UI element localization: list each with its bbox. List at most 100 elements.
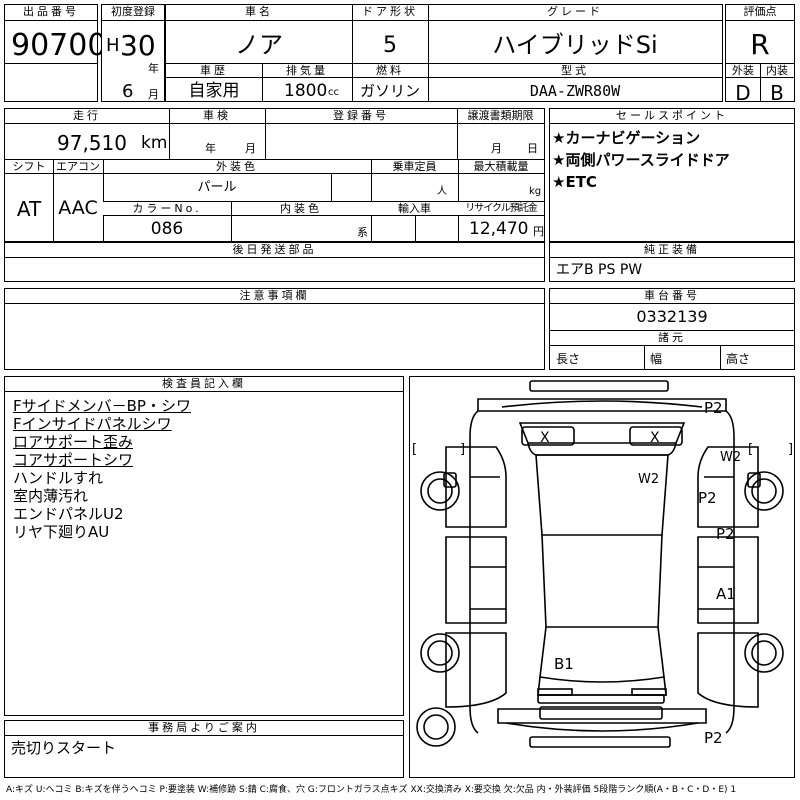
score-box: 評価点 R 外装 内装 D B [725,4,795,105]
notes-box: 注意事項欄 [4,288,545,370]
chassis-no-value: 0332139 [636,307,708,326]
grade-value: ハイブリッドSi [492,31,658,59]
dims-label: 諸元 [550,331,794,346]
history-label: 車歴 [166,64,262,78]
first-registration-label: 初度登録 [102,5,164,21]
capacity-label: 乗車定員 [371,160,458,174]
int-color-suffix: 系 [357,226,368,239]
shift-label: シフト [5,160,53,174]
car-outline [416,380,784,748]
office-label: 事務局よりご案内 [5,721,403,736]
exterior-grade: D [735,81,751,105]
width-label: 幅 [650,352,663,366]
int-color-label: 内装色 [231,202,371,216]
exterior-label: 外装 [726,64,760,78]
transfer-month-suffix: 月 [491,142,502,155]
score-label: 評価点 [726,5,794,21]
length-label: 長さ [556,352,581,366]
year-suffix: 年 [148,62,159,75]
damage-mark: W2 [720,450,742,465]
legend-text: A:キズ U:ヘコミ B:キズを伴うヘコミ P:要塗装 W:補修跡 S:錆 C:… [6,785,737,795]
notes-label: 注意事項欄 [5,289,544,304]
month-suffix: 月 [148,88,159,101]
damage-mark: ] [788,442,794,457]
model-code-label: 型式 [428,64,722,78]
inspector-note: エンドパネルU2 [13,505,124,523]
later-parts-label: 後日発送部品 [5,243,544,258]
inspector-box: 検査員記入欄 Fサイドメンバ－BP・シワ Fインサイドパネルシワ ロアサポート歪… [4,376,404,716]
displacement-unit: cc [328,87,339,98]
options-label: 純正装備 [550,243,794,258]
options-box: 純正装備 エアB PS PW [549,242,795,282]
chassis-box: 車台番号 0332139 諸元 長さ 幅 高さ [549,288,795,370]
fuel-label: 燃料 [352,64,428,78]
car-name-label: 車名 [166,5,352,21]
damage-mark: [ [748,442,754,457]
damage-mark: A1 [716,585,736,603]
inspector-note: Fサイドメンバ－BP・シワ [13,397,191,415]
damage-mark: W2 [638,472,660,487]
later-parts-box: 後日発送部品 [4,242,545,282]
damage-mark: B1 [554,655,574,673]
interior-label: 内装 [760,64,794,78]
color-no-label: カラーNo. [103,202,231,216]
sales-points-box: セールスポイント ★カーナビゲーション ★両側パワースライドドア ★ETC [549,108,795,242]
ext-color-value: パール [197,180,237,195]
options-value: エアB PS PW [556,262,643,278]
door-label: ドア形状 [352,5,428,21]
fuel-value: ガソリン [359,82,420,100]
inspector-label: 検査員記入欄 [5,377,403,392]
inspector-note: Fインサイドパネルシワ [13,415,172,433]
sales-points-label: セールスポイント [550,109,794,124]
car-info-box: 車名 ドア形状 グレード ノア 5 ハイブリッドSi 車歴 排気量 燃料 型式 … [165,4,723,102]
registration-year: 30 [120,29,156,62]
height-label: 高さ [726,352,751,366]
chassis-no-label: 車台番号 [550,289,794,304]
mileage-label: 走行 [5,109,169,124]
max-load-label: 最大積載量 [458,160,544,174]
model-code-value: DAA-ZWR80W [529,82,621,100]
sales-point-item: ★ETC [552,173,597,191]
shift-value: AT [16,197,42,221]
damage-mark: P2 [698,489,717,507]
damage-mark: P2 [716,525,735,543]
aircon-value: AAC [58,197,98,219]
inspection-year-suffix: 年 [205,142,216,155]
inspector-note: コアサポートシワ [13,451,134,469]
transfer-deadline-label: 譲渡書類期限 [457,109,544,124]
interior-grade: B [770,81,784,105]
grade-label: グレード [428,5,722,21]
inspector-note: リヤ下廻りAU [13,523,110,541]
mileage-value: 97,510 [57,131,127,155]
details-box: 走行 車検 登録番号 譲渡書類期限 97,510 km 年 月 月 日 シフト … [4,108,545,242]
kg-suffix: kg [529,186,542,197]
damage-mark: P2 [704,399,723,417]
door-count: 5 [383,33,397,58]
history-value: 自家用 [188,81,240,101]
mileage-unit: km [141,133,168,153]
ext-color-label: 外装色 [103,160,371,174]
displacement-value: 1800 [284,81,328,101]
sales-point-item: ★両側パワースライドドア [552,151,730,169]
inspector-note: ハンドルすれ [13,469,104,487]
transfer-day-suffix: 日 [527,142,538,155]
color-no-value: 086 [150,219,184,239]
damage-mark: ] [460,442,466,457]
registration-month: 6 [122,81,134,102]
import-label: 輸入車 [371,202,458,216]
first-registration-box: 初度登録 H 30 年 6 月 [101,4,165,102]
damage-mark: X [540,430,550,446]
office-note: 売切りスタート [11,739,117,757]
recycle-label: リサイクル預託金 [458,202,544,216]
lot-number-box: 出品番号 90700 [4,4,106,102]
office-box: 事務局よりご案内 売切りスタート [4,720,404,778]
car-name: ノア [235,31,283,59]
car-diagram: P2 X X [ ] [ ] W2 W2 P2 P2 A1 B1 P2 [409,376,795,778]
inspection-month-suffix: 月 [245,142,256,155]
yen-suffix: 円 [533,225,544,238]
inspector-note: 室内薄汚れ [13,487,89,505]
reg-no-label: 登録番号 [265,109,457,124]
recycle-fee-value: 12,470 [469,219,529,239]
damage-mark: P2 [704,729,723,747]
inspection-label: 車検 [169,109,265,124]
